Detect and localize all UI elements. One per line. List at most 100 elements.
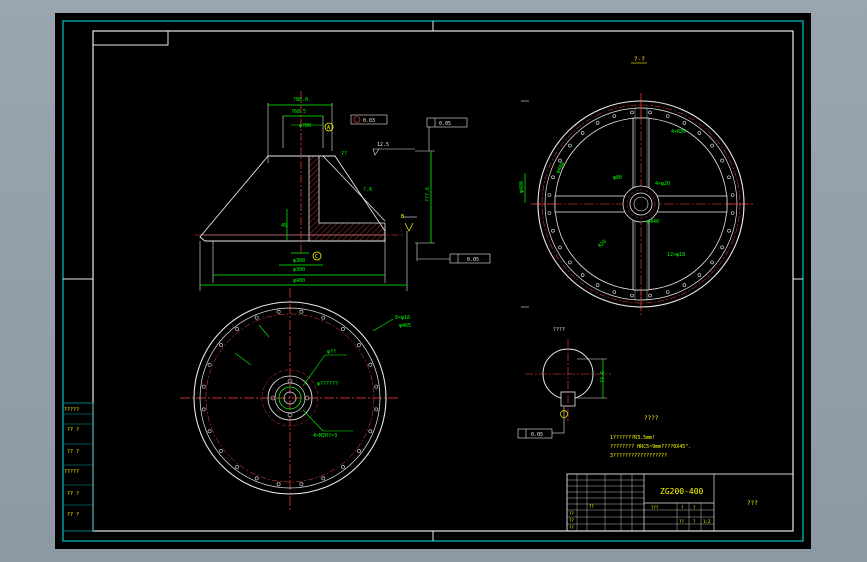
bolt-hole <box>558 245 562 250</box>
bolt-hole <box>368 362 373 367</box>
bolt-hole <box>357 343 361 347</box>
dim-base-1: φ360 <box>293 258 305 264</box>
cad-canvas: ?80.0 ?68.5 φ?80 A 0.03 0.05 12.5 ?? ?.6 <box>62 20 804 542</box>
tb-row-1: ?? <box>569 511 574 516</box>
technical-notes: ???? 1???????R3.5mm! ???????? HRC5~9mm??… <box>610 415 691 459</box>
bolt-hole <box>374 384 379 389</box>
bolt-hole <box>630 293 634 298</box>
tb-row-3: ?? <box>569 525 574 530</box>
angle-mark: 45 <box>281 223 287 229</box>
bolt-hole <box>254 315 259 320</box>
bolt-hole <box>201 407 206 412</box>
bolt-hole <box>720 158 724 163</box>
wheel-label-1: φ480 <box>555 161 566 174</box>
bolt-hole <box>368 429 373 434</box>
bolt-hole <box>235 465 239 469</box>
wheel-label-5: φ440 <box>647 219 659 225</box>
dim-base-2: φ300 <box>293 267 305 273</box>
bolt-hole <box>299 309 304 314</box>
bolt-hole <box>727 175 731 180</box>
tb-cell-1: ??? <box>651 505 659 510</box>
left-table-row-4: ????? <box>64 469 79 475</box>
bolt-hole <box>357 449 361 453</box>
bolt-hole <box>665 290 670 294</box>
bolt-hole <box>720 245 724 250</box>
bolt-hole <box>648 293 652 298</box>
dim-side-1: ?? <box>341 151 347 157</box>
bolt-hole <box>235 327 239 331</box>
bolt-hole <box>612 114 617 118</box>
bolt-hole <box>630 110 634 115</box>
bolt-hole <box>374 407 379 412</box>
bolt-hole <box>580 131 585 135</box>
bolt-hole <box>710 260 714 265</box>
bolt-hole <box>682 121 687 125</box>
datum-a: A <box>327 125 330 131</box>
bolt-hole <box>321 315 326 320</box>
tb-cell-2: ? <box>681 505 684 510</box>
bolt-hole <box>207 362 212 367</box>
tb-cell-3: ? <box>693 505 696 510</box>
section-gdt: 0.05 <box>531 432 543 438</box>
drawing-number: ZG200-400 <box>660 487 704 496</box>
left-table-row-3: ?? ? <box>67 449 79 455</box>
bolt-hole <box>547 211 552 215</box>
dim-inner: ?68.5 <box>291 109 306 115</box>
bolt-hole <box>730 211 735 215</box>
hatched-section <box>308 155 386 242</box>
section-height: ?4.6 <box>600 371 606 383</box>
bolt-hole <box>727 228 731 233</box>
inner-frame <box>92 30 794 532</box>
wheel-label-7: 4×R30 <box>671 129 686 135</box>
gdt-frame-3: 0.05 <box>467 257 479 263</box>
left-table-row-5: ?? ? <box>67 491 79 497</box>
bolt-hole <box>219 449 223 453</box>
dim-side-2: ?.6 <box>363 187 372 193</box>
bolt-hole <box>321 476 326 481</box>
view-label: ?-? <box>634 56 645 63</box>
plan-label-3: φ?????? <box>317 381 338 387</box>
drawing-sheet: ?80.0 ?68.5 φ?80 A 0.03 0.05 12.5 ?? ?.6 <box>55 13 811 549</box>
note-1: 1???????R3.5mm! <box>610 435 655 441</box>
tb-cell-6: 1:2 <box>703 519 711 524</box>
left-table-row-1: ????? <box>64 407 79 413</box>
notes-heading: ???? <box>644 415 659 422</box>
dim-phi: φ?80 <box>299 123 311 129</box>
datum-b: B <box>401 214 404 220</box>
bolt-hole <box>697 131 702 135</box>
bolt-hole <box>276 482 281 487</box>
gdt-frame-1: 0.03 <box>363 118 375 124</box>
bolt-hole <box>648 110 652 115</box>
title-block: ?? ?? ?? ?? ZG200-400 ??? ? ? ?? ? 1:2 ?… <box>566 473 794 532</box>
tb-cell-5: ? <box>693 519 696 524</box>
bolt-hole <box>299 482 304 487</box>
revision-table: ????? ?? ? ?? ? ????? ?? ? ?? ? <box>62 402 94 532</box>
bolt-hole <box>551 175 555 180</box>
bolt-hole <box>697 273 702 277</box>
note-2: ???????? HRC5~9mm????0X45°. <box>610 444 691 450</box>
bolt-hole <box>710 143 714 148</box>
datum-c: C <box>315 254 318 260</box>
wheel-view: ?-? φ480 φ80 4×φ20 R20 φ440 12×φ18 4×R30… <box>519 56 755 315</box>
tb-row-4: ?? <box>589 504 594 509</box>
bolt-hole <box>341 465 345 469</box>
bolt-hole <box>254 476 259 481</box>
gdt-frame-2: 0.05 <box>439 121 451 127</box>
wheel-label-2: φ80 <box>613 175 622 181</box>
bolt-hole <box>595 121 600 125</box>
wheel-label-4: R20 <box>597 239 608 250</box>
corner-box <box>92 30 169 46</box>
wheel-side-label: φ480 <box>519 181 525 193</box>
plan-label-1: 8×φ18 <box>395 315 410 321</box>
tb-cell-4: ?? <box>679 519 684 524</box>
bolt-hole <box>595 283 600 287</box>
bolt-hole <box>682 283 687 287</box>
dim-bottom: φ480 <box>293 278 305 284</box>
tb-row-2: ?? <box>569 518 574 523</box>
slope-mark: 12.5 <box>377 142 389 148</box>
section-label: ???? <box>553 327 565 333</box>
bolt-hole <box>568 260 572 265</box>
plan-label-2: φ?? <box>327 349 336 355</box>
wheel-bolt-ring <box>547 110 735 298</box>
bolt-hole <box>580 273 585 277</box>
